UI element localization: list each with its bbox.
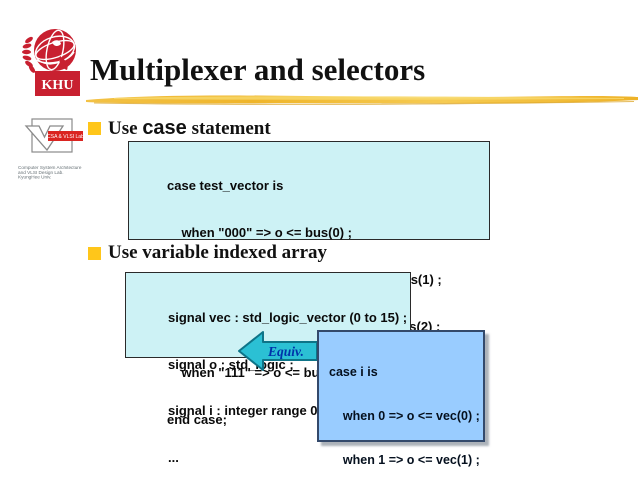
- code-line: when 1 => o <= vec(1) ;: [329, 452, 480, 467]
- equiv-arrow-icon: Equiv.: [238, 331, 318, 371]
- code-line: case test_vector is: [167, 178, 284, 194]
- bullet-text: Use case statement: [108, 117, 271, 140]
- bullet-text: Use variable indexed array: [108, 242, 328, 263]
- code-line: when "000" => o <= bus(0) ;: [167, 224, 352, 240]
- side-logo-label: CSA & VLSI Lab: [47, 134, 84, 140]
- title-brush-stroke-icon: [86, 95, 638, 105]
- khu-logo-icon: KHU: [22, 29, 80, 96]
- code-line: ...: [168, 449, 179, 465]
- bullet-square-icon: [88, 122, 101, 135]
- bullet1-prefix: Use: [108, 118, 143, 139]
- bullet1-keyword: case: [142, 117, 187, 139]
- code-line: signal vec : std_logic_vector (0 to 15) …: [168, 310, 408, 325]
- bullet-square-icon: [88, 247, 101, 260]
- code-line: end case;: [167, 412, 227, 428]
- code-block-indexed-equivalent: case i is when 0 => o <= vec(0) ; when 1…: [317, 330, 485, 467]
- bullet1-suffix: statement: [186, 118, 271, 139]
- page-title: Multiplexer and selectors: [90, 52, 426, 87]
- code-block-case-statement: case test_vector is when "000" => o <= b…: [128, 141, 490, 427]
- equiv-arrow-label: Equiv.: [267, 344, 304, 359]
- code-line: when 0 => o <= vec(0) ;: [329, 408, 480, 423]
- side-logo-caption-line: KyungHee Univ.: [18, 175, 52, 181]
- bullet-item-case-statement: Use case statement: [88, 117, 271, 140]
- bullet-item-indexed-array: Use variable indexed array: [88, 242, 327, 264]
- code-line: case i is: [329, 365, 378, 380]
- side-logo-caption-line: Computer System Architecture: [18, 166, 82, 171]
- side-logo-schematic-icon: CSA & VLSI Lab: [24, 118, 84, 153]
- side-logo-caption: Computer System Architecture and VLSI De…: [18, 166, 82, 181]
- khu-logo-text: KHU: [42, 78, 74, 93]
- side-logo: CSA & VLSI Lab Computer System Architect…: [18, 118, 90, 184]
- side-logo-caption-line: and VLSI Design Lab.: [18, 170, 64, 176]
